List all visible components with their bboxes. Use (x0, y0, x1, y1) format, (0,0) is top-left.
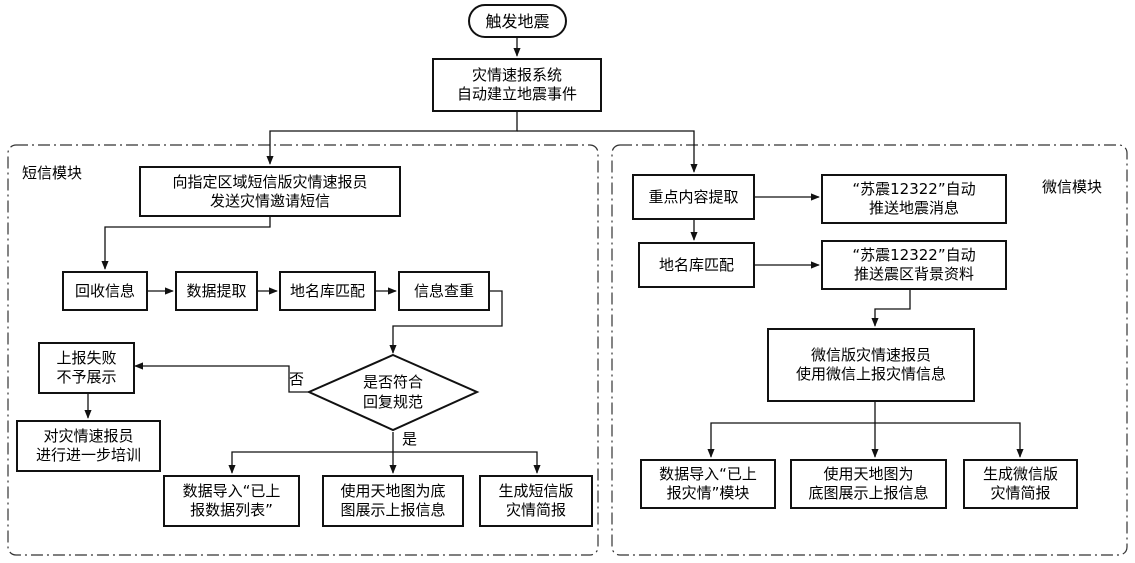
wechat-output-import-line-2: 报灾情”模块 (666, 484, 750, 502)
wechat-output-map: 使用天地图为 底图展示上报信息 (790, 459, 947, 509)
edge-reporter-right (875, 422, 1024, 458)
sms-step-match-label: 地名库匹配 (289, 281, 365, 300)
wechat-push-bg-line-2: 推送震区背景资料 (853, 265, 974, 283)
sms-output-import-line-1: 数据导入“已上 (182, 482, 281, 500)
sms-output-map: 使用天地图为底 图展示上报信息 (322, 475, 464, 527)
sms-step-extract-label: 数据提取 (186, 281, 247, 300)
wechat-output-map-line-2: 底图展示上报信息 (808, 484, 929, 502)
wechat-output-import: 数据导入“已上 报灾情”模块 (640, 459, 776, 509)
sms-train-line-2: 进行进一步培训 (35, 446, 141, 464)
decision-line-2: 回复规范 (362, 393, 423, 411)
sms-fail-line-2: 不予展示 (56, 368, 117, 386)
wechat-push-quake-line-2: 推送地震消息 (868, 199, 959, 217)
start-node: 触发地震 (468, 4, 567, 38)
edge-invite-recover (101, 217, 271, 270)
decision-label: 是否符合 回复规范 (330, 372, 456, 412)
wechat-module-title: 微信模块 (1042, 178, 1103, 196)
edge-yes-branch-left (228, 451, 393, 474)
sms-step-recover-label: 回收信息 (74, 281, 135, 300)
sms-output-map-line-1: 使用天地图为底 (340, 482, 446, 500)
edge-system-wechat (517, 130, 698, 173)
decision-yes-label: 是 (402, 430, 418, 448)
wechat-module-container (611, 144, 1128, 556)
wechat-match-node: 地名库匹配 (638, 242, 755, 288)
sms-invite-line-2: 发送灾情邀请短信 (209, 191, 330, 210)
sms-step-recover: 回收信息 (62, 271, 148, 311)
wechat-push-quake-line-1: “苏震12322”自动 (852, 180, 976, 198)
edge-decision-no (134, 362, 309, 393)
edge-reporter-left (707, 422, 875, 458)
wechat-reporter-line-2: 使用微信上报灾情信息 (795, 365, 946, 383)
sms-output-brief-line-2: 灾情简报 (505, 501, 566, 519)
sms-module-container (7, 144, 599, 556)
wechat-output-map-line-1: 使用天地图为 (823, 465, 914, 483)
decision-no-label: 否 (289, 370, 305, 388)
sms-step-dedupe: 信息查重 (398, 271, 490, 311)
wechat-output-brief-line-1: 生成微信版 (982, 465, 1058, 483)
sms-invite-line-1: 向指定区域短信版灾情速报员 (172, 172, 368, 191)
wechat-output-import-line-1: 数据导入“已上 (659, 465, 757, 483)
wechat-extract-label: 重点内容提取 (648, 187, 739, 206)
wechat-output-brief-line-2: 灾情简报 (990, 484, 1051, 502)
edge-yes-branch-right (393, 451, 541, 474)
sms-output-brief: 生成短信版 灾情简报 (479, 475, 593, 527)
system-node: 灾情速报系统 自动建立地震事件 (432, 58, 602, 112)
system-line-2: 自动建立地震事件 (456, 85, 577, 103)
sms-step-dedupe-label: 信息查重 (413, 281, 474, 300)
wechat-extract-node: 重点内容提取 (632, 174, 755, 220)
decision-line-1: 是否符合 (362, 373, 423, 391)
edge-system-split (266, 112, 518, 165)
sms-output-map-line-2: 图展示上报信息 (340, 501, 446, 519)
sms-train-node: 对灾情速报员 进行进一步培训 (16, 420, 161, 472)
sms-fail-line-1: 上报失败 (56, 349, 117, 367)
wechat-push-bg-line-1: “苏震12322”自动 (852, 246, 976, 264)
wechat-reporter-line-1: 微信版灾情速报员 (810, 346, 931, 364)
sms-output-brief-line-1: 生成短信版 (498, 482, 574, 500)
sms-invite-node: 向指定区域短信版灾情速报员 发送灾情邀请短信 (139, 166, 401, 217)
sms-step-extract: 数据提取 (175, 271, 258, 311)
sms-step-match: 地名库匹配 (279, 271, 376, 311)
system-line-1: 灾情速报系统 (471, 66, 562, 84)
wechat-match-label: 地名库匹配 (658, 255, 734, 274)
wechat-push-bg-node: “苏震12322”自动 推送震区背景资料 (821, 240, 1007, 290)
sms-module-title: 短信模块 (22, 164, 83, 182)
sms-output-import: 数据导入“已上 报数据列表” (163, 475, 300, 527)
sms-output-import-line-2: 报数据列表” (190, 501, 273, 519)
wechat-output-brief: 生成微信版 灾情简报 (963, 459, 1078, 509)
sms-train-line-1: 对灾情速报员 (43, 427, 134, 445)
edge-dedupe-decision (389, 290, 503, 354)
edge-pushbg-reporter (871, 290, 911, 327)
sms-fail-node: 上报失败 不予展示 (38, 342, 135, 394)
wechat-reporter-node: 微信版灾情速报员 使用微信上报灾情信息 (767, 328, 975, 402)
wechat-push-quake-node: “苏震12322”自动 推送地震消息 (821, 174, 1007, 224)
start-label: 触发地震 (485, 11, 550, 31)
decision-diamond (306, 353, 480, 432)
